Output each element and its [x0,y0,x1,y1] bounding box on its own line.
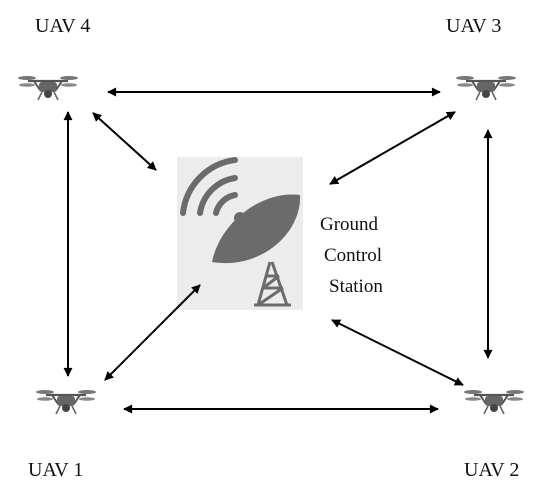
uav2-drone-icon [462,388,526,416]
gcs-label-line1: Ground [320,214,379,235]
uav4-label: UAV 4 [35,15,90,37]
link-uav3-gcs [329,111,456,185]
gcs-label-line3: Station [329,276,383,297]
uav2-label: UAV 2 [464,459,519,481]
uav3-drone-icon [454,74,518,102]
uav3-label: UAV 3 [446,15,501,37]
link-uav2-gcs [331,319,464,386]
links [63,87,493,414]
gcs-label-line2: Control [324,245,382,266]
satellite-dish-icon [177,157,303,310]
link-uav4-gcs [92,112,157,171]
link-uav1-gcs [104,284,201,381]
uav1-drone-icon [34,388,98,416]
uav1-label: UAV 1 [28,459,83,481]
uav4-drone-icon [16,74,80,102]
